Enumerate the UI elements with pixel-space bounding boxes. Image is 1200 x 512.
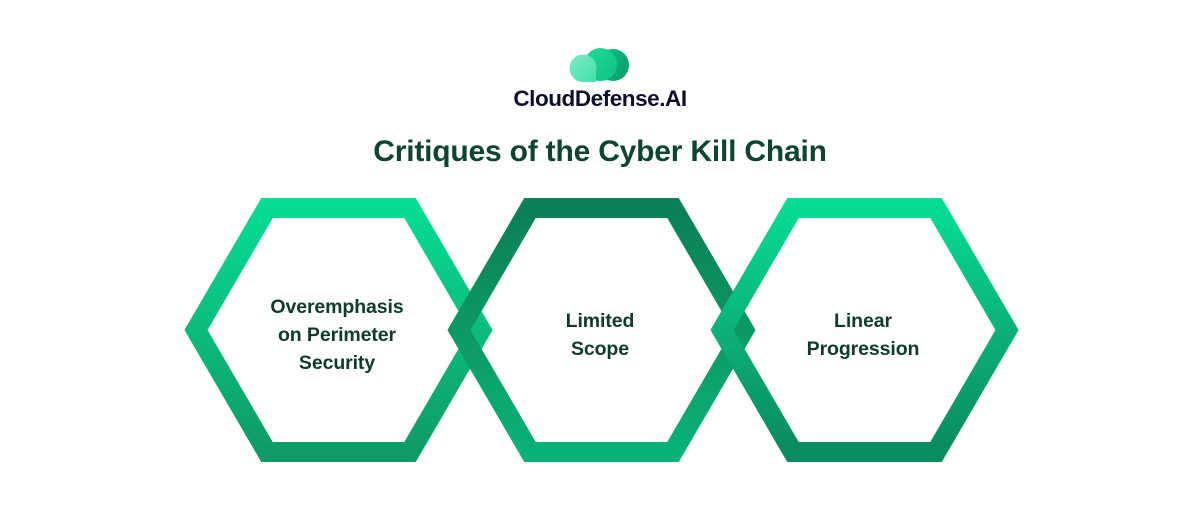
hexagon-label-1-line-1: Overemphasis: [270, 296, 404, 319]
hexagon-label-2: Limited Scope: [485, 196, 715, 476]
hexagon-label-2-line-2: Scope: [570, 338, 629, 360]
hexagon-label-3-line-1: Linear: [834, 310, 892, 333]
hexagon-label-1-line-3: Security: [298, 351, 376, 374]
brand-block: CloudDefense.AI: [0, 46, 1200, 111]
hexagon-shape-2[interactable]: [447, 198, 756, 462]
hexagon-shape-1[interactable]: [184, 198, 493, 462]
hexagon-label-1: Overemphasis on Perimeter Security: [222, 196, 452, 476]
hexagon-shape-3[interactable]: [710, 198, 1019, 462]
clouddefense-cloud-logo-icon: [569, 48, 629, 82]
hexagon-label-3-line-2: Progression: [806, 338, 920, 360]
hexagon-label-3: Linear Progression: [748, 196, 978, 476]
hexagon-shapes: [184, 198, 1019, 462]
page-title: Critiques of the Cyber Kill Chain: [373, 135, 827, 168]
hexagon-label-1-line-2: on Perimeter: [277, 324, 396, 347]
hexagon-diagram: Overemphasis on Perimeter Security Limit…: [180, 196, 1020, 476]
hexagon-label-layer: Overemphasis on Perimeter Security Limit…: [180, 196, 1020, 476]
hexagon-label-2-line-1: Limited: [565, 310, 635, 333]
brand-wordmark: CloudDefense.AI: [513, 86, 687, 111]
